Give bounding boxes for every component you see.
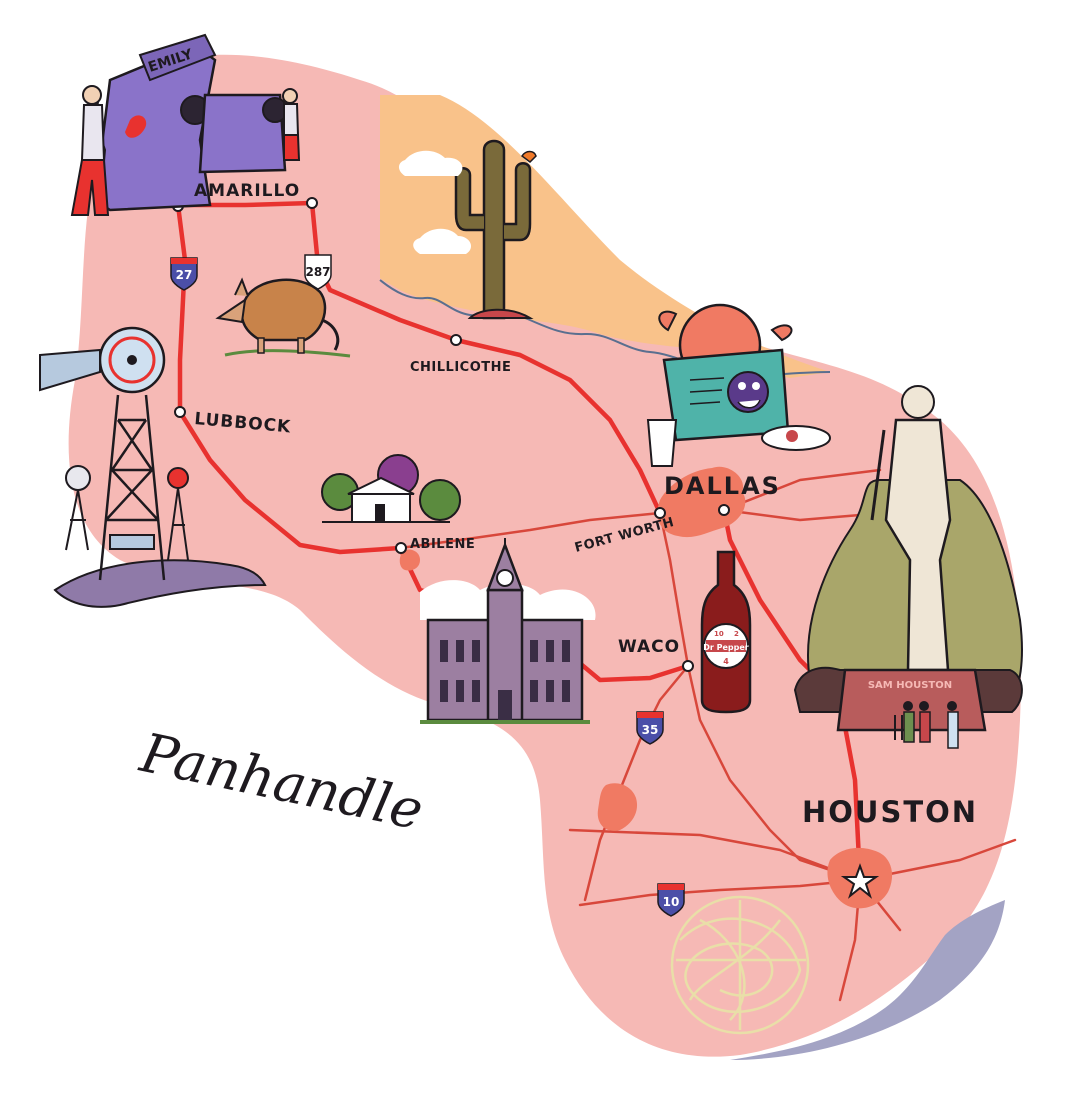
city-label-dallas: DALLAS (664, 472, 781, 500)
tumbleweed-illustration (670, 895, 810, 1035)
gulf-water (730, 900, 1005, 1060)
us287-label: 287 (305, 265, 330, 279)
hill (53, 559, 267, 608)
city-label-chillicothe: CHILLICOTHE (410, 360, 511, 375)
dr-pepper-number-2: 2 (734, 630, 739, 638)
courthouse-illustration (420, 538, 596, 724)
i35-label: 35 (642, 723, 659, 737)
windmill-illustration (39, 326, 189, 581)
house-with-trees-illustration (321, 454, 461, 523)
roads (175, 200, 1017, 1002)
city-label-waco: WACO (618, 637, 680, 657)
girl-reading-illustration (646, 303, 831, 467)
city-areas (399, 466, 893, 909)
sam-houston-statue-illustration: SAM HOUSTON (793, 385, 1023, 749)
saguaro-cactus-illustration (398, 139, 537, 320)
dr-pepper-bottle-illustration: Dr Pepper 10 2 4 (700, 550, 752, 714)
region-label-panhandle: Panhandle (134, 721, 428, 842)
armadillo-illustration (215, 277, 351, 358)
city-label-houston: HOUSTON (802, 795, 978, 829)
dr-pepper-label: Dr Pepper (703, 643, 749, 652)
dr-pepper-number-4: 4 (723, 657, 729, 666)
interstate-10-shield: 10 (657, 883, 685, 917)
i27-label: 27 (176, 268, 193, 282)
capital-star-icon (840, 863, 880, 899)
cadillac-ranch-illustration: EMILY (70, 33, 301, 216)
city-label-abilene: ABILENE (410, 537, 475, 552)
dr-pepper-number-10: 10 (714, 630, 724, 638)
interstate-27-shield: 27 (170, 257, 198, 291)
tourists (894, 701, 959, 749)
interstate-35-shield: 35 (636, 711, 664, 745)
statue-plaque: SAM HOUSTON (868, 680, 952, 691)
i10-label: 10 (663, 895, 680, 909)
city-label-amarillo: AMARILLO (194, 181, 300, 201)
